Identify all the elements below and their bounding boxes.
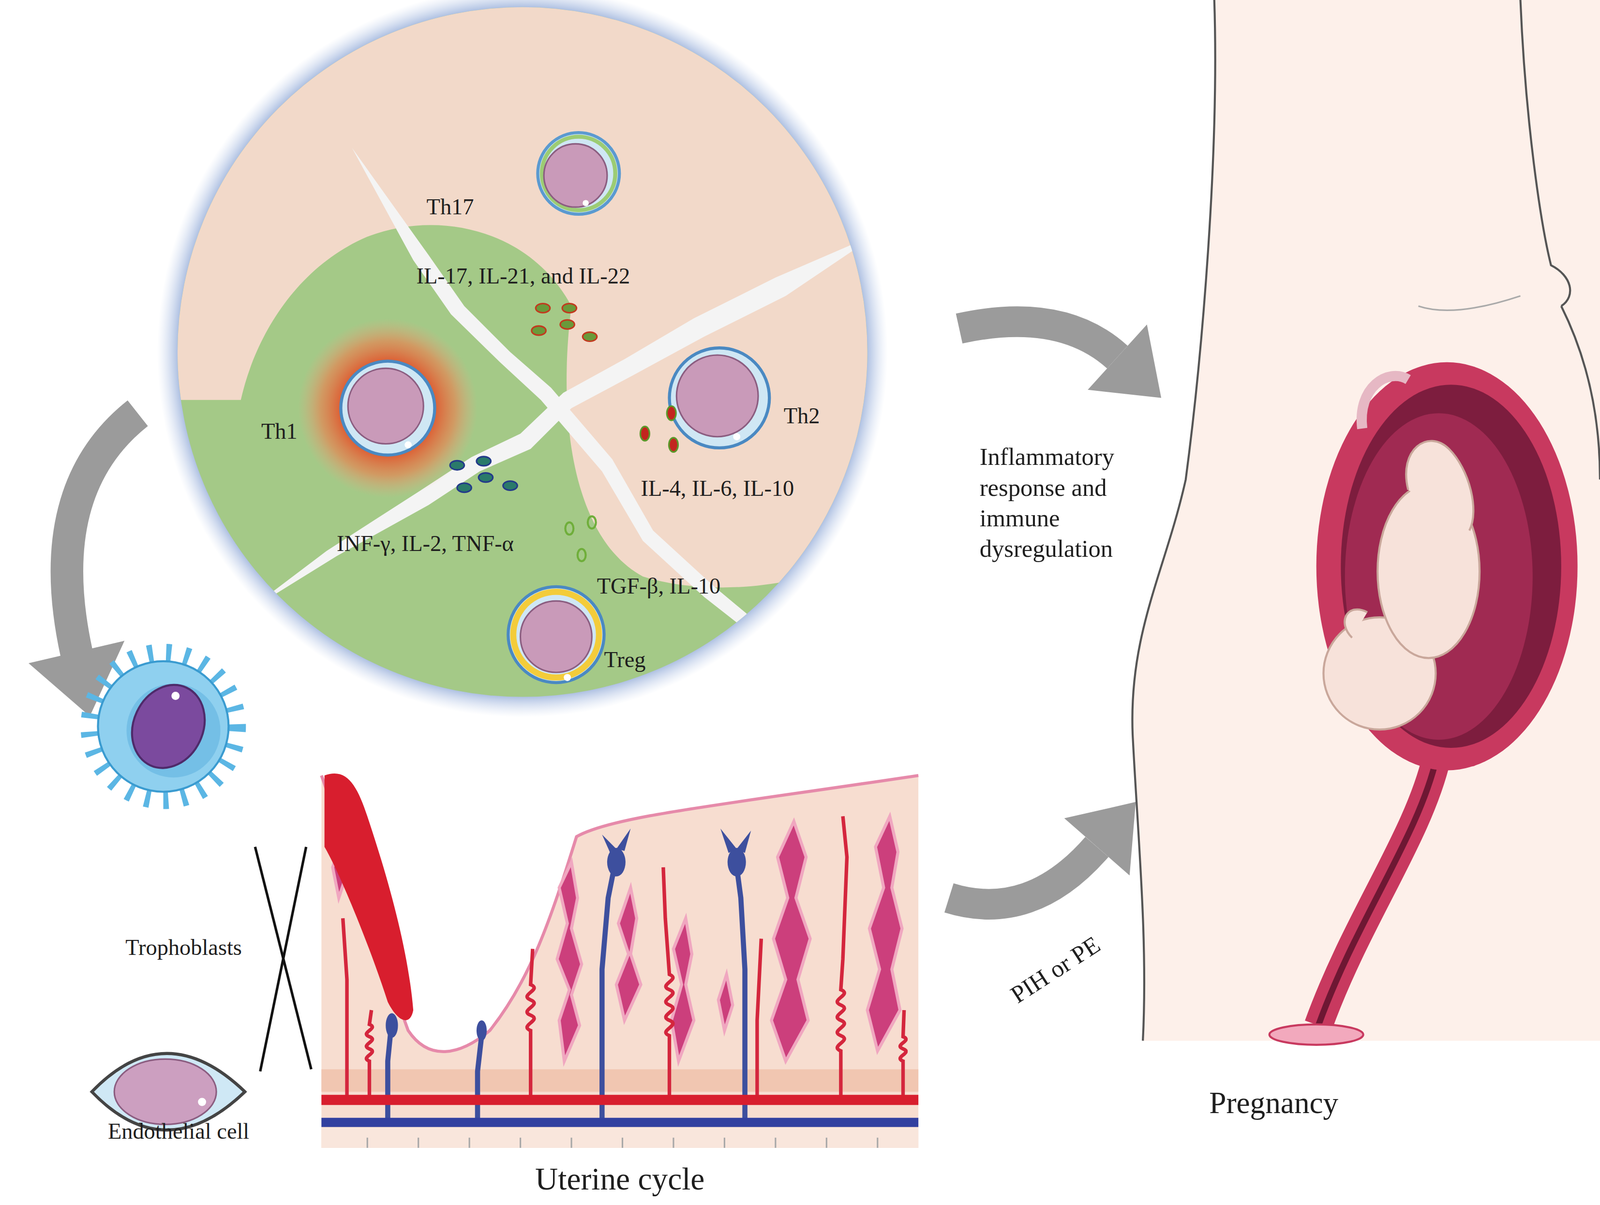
labeled-cell: Th2IL-4, IL-6, IL-10: [637, 346, 837, 510]
labeled-cell: TGF-β, IL-10Treg: [505, 571, 730, 689]
cell-label: Th2: [783, 403, 821, 429]
labeled-cell: Th17IL-17, IL-21, and IL-22: [413, 127, 689, 302]
grey-arrows: [28, 321, 1162, 905]
cell-label: Pregnancy: [1209, 1085, 1339, 1122]
annotation-label: PIH or PE: [1004, 929, 1107, 1011]
cytokine-dots: [449, 303, 678, 562]
th1-cell: [340, 361, 435, 456]
cross-lines: [254, 847, 312, 1072]
cell-label: Th17: [426, 194, 475, 220]
cell-label: Trophoblasts: [96, 934, 271, 961]
trophoblast-cell: [89, 653, 238, 801]
cell-label: Uterine cycle: [321, 1161, 919, 1198]
cell-label: Treg: [604, 646, 646, 673]
cell-label: Endothelial cell: [86, 1118, 271, 1145]
cell-label: INF-γ, IL-2, TNF-α: [336, 530, 514, 557]
cell-label: IL-4, IL-6, IL-10: [640, 475, 794, 502]
cell-label: TGF-β, IL-10: [597, 573, 721, 599]
labeled-cell: Endothelial cell: [86, 1050, 273, 1153]
labeled-cell: Trophoblasts: [96, 642, 273, 970]
t-cell-circle: [152, 0, 898, 718]
th2-cell: [669, 347, 770, 449]
annotation-label: Inflammatory response and immune dysregu…: [979, 441, 1159, 565]
endometrium: [321, 773, 919, 1149]
cell-label: Th1: [261, 418, 298, 445]
th1-glow: [298, 318, 478, 498]
labeled-cell: Uterine cycle: [321, 765, 921, 1203]
treg-cell: [508, 586, 604, 683]
endothelial-cell: [91, 1053, 245, 1131]
labeled-cell: Th1INF-γ, IL-2, TNF-α: [254, 357, 546, 567]
cell-label: IL-17, IL-21, and IL-22: [416, 263, 630, 289]
labeled-cell: Pregnancy: [1122, 142, 1600, 1164]
th17-cell: [537, 132, 620, 215]
pregnant-body: [1132, 0, 1600, 1046]
